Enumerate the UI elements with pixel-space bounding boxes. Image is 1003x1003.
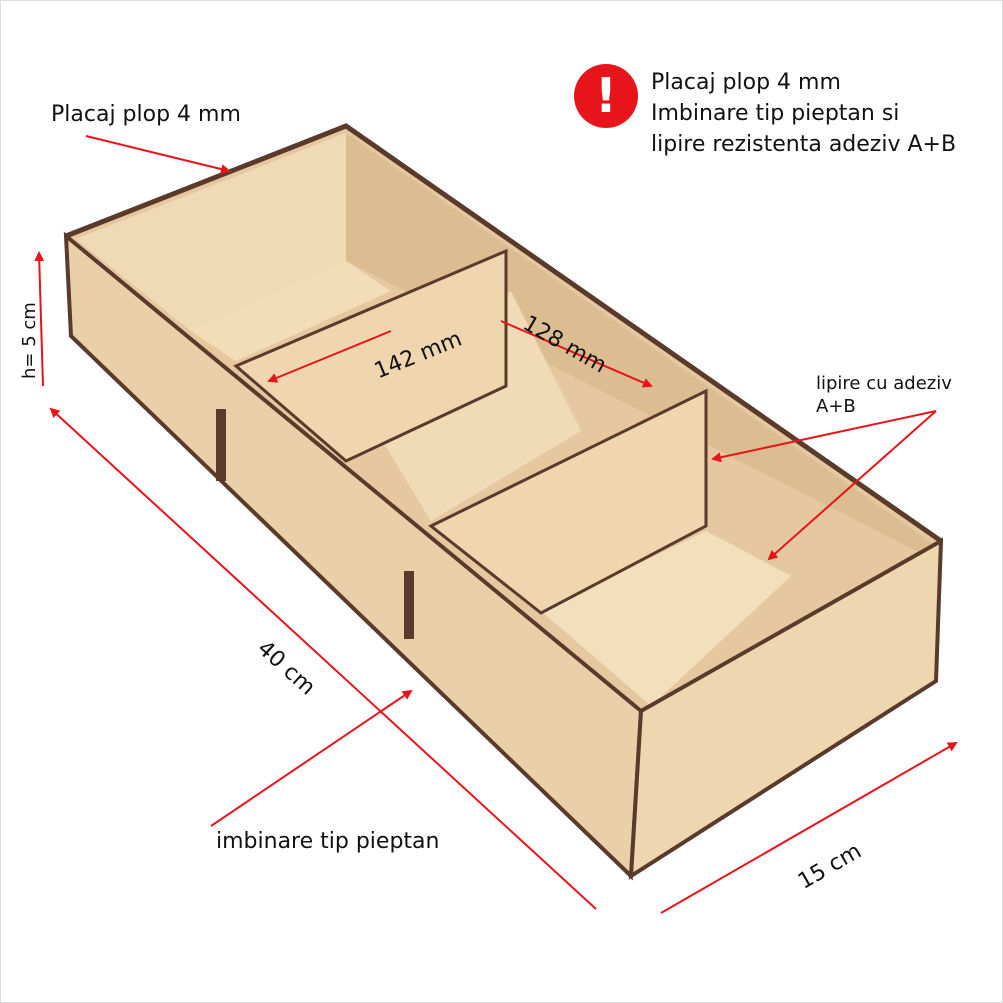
divider-1 xyxy=(233,248,508,463)
material-label: Placaj plop 4 mm xyxy=(51,102,241,127)
floor-1 xyxy=(191,261,391,361)
exclamation-icon: ! xyxy=(574,64,638,128)
note-line: Imbinare tip pieptan si xyxy=(651,101,900,126)
note-line: Placaj plop 4 mm xyxy=(651,70,841,95)
divider-2 xyxy=(428,388,708,615)
glue-label-line1: lipire cu adeziv xyxy=(816,373,952,394)
note-line: lipire rezistenta adeziv A+B xyxy=(651,132,957,157)
joint-label: imbinare tip pieptan xyxy=(216,829,440,854)
back-wall-right xyxy=(346,133,936,561)
info-note: Placaj plop 4 mm Imbinare tip pieptan si… xyxy=(651,67,956,160)
floor-3 xyxy=(541,531,791,706)
height-label: h= 5 cm xyxy=(19,302,40,379)
back-wall xyxy=(76,133,346,331)
end-face xyxy=(628,537,944,880)
glue-label-line2: A+B xyxy=(816,396,856,417)
